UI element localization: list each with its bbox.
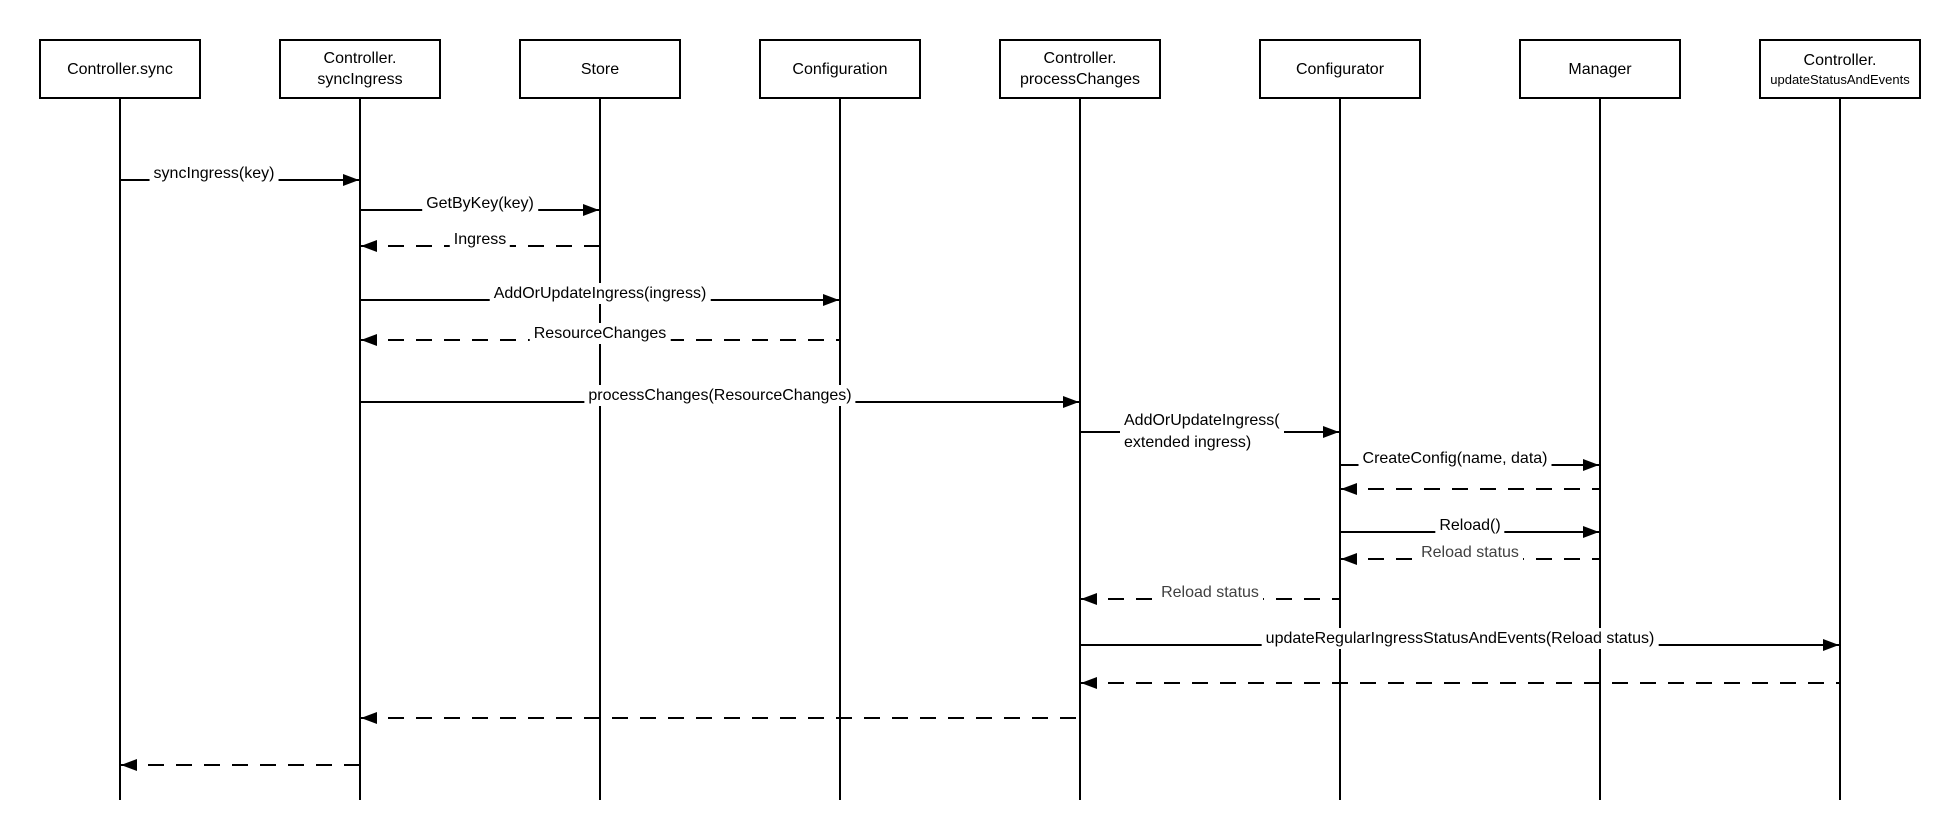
participant-box-controller-syncingress: Controller. syncIngress	[279, 39, 441, 99]
participant-label: Controller.	[1803, 52, 1877, 69]
arrowhead-7	[1323, 426, 1339, 438]
message-line-9	[1340, 488, 1600, 490]
participant-box-store: Store	[519, 39, 681, 99]
participant-label: Configuration	[792, 60, 888, 78]
arrowhead-8	[1583, 459, 1599, 471]
arrowhead-14	[1081, 677, 1097, 689]
lifeline-controller-syncingress	[359, 99, 361, 800]
message-label-10: Reload()	[1435, 515, 1505, 536]
message-label-4: AddOrUpdateIngress(ingress)	[489, 283, 711, 304]
message-label-3: Ingress	[449, 229, 511, 250]
message-label-line: extended ingress)	[1124, 434, 1252, 451]
message-label-8: CreateConfig(name, data)	[1358, 448, 1552, 469]
participant-label: processChanges	[1019, 71, 1141, 88]
arrowhead-1	[343, 174, 359, 186]
participant-label: Configurator	[1295, 60, 1385, 78]
message-label-6: processChanges(ResourceChanges)	[584, 385, 856, 406]
message-label-1: syncIngress(key)	[149, 163, 279, 184]
message-label-2: GetByKey(key)	[422, 193, 538, 214]
arrowhead-12	[1081, 593, 1097, 605]
participant-box-configurator: Configurator	[1259, 39, 1421, 99]
arrowhead-3	[361, 240, 377, 252]
arrowhead-10	[1583, 526, 1599, 538]
participant-label: syncIngress	[317, 71, 403, 88]
participant-label: Controller.	[1043, 50, 1117, 67]
participant-box-manager: Manager	[1519, 39, 1681, 99]
participant-box-controller-updatestatusandevents: Controller. updateStatusAndEvents	[1759, 39, 1921, 99]
arrowhead-5	[361, 334, 377, 346]
message-label-12: Reload status	[1157, 582, 1263, 603]
arrowhead-16	[121, 759, 137, 771]
participant-label: Controller.	[323, 50, 397, 67]
participant-box-controller-sync: Controller.sync	[39, 39, 201, 99]
arrowhead-2	[583, 204, 599, 216]
lifeline-controller-updatestatusandevents	[1839, 99, 1841, 800]
participant-label: updateStatusAndEvents	[1770, 72, 1910, 87]
message-label-7: AddOrUpdateIngress( extended ingress)	[1120, 410, 1284, 454]
arrowhead-4	[823, 294, 839, 306]
arrowhead-9	[1341, 483, 1357, 495]
participant-box-controller-processchanges: Controller. processChanges	[999, 39, 1161, 99]
participant-box-configuration: Configuration	[759, 39, 921, 99]
message-label-11: Reload status	[1417, 542, 1523, 563]
message-line-16	[120, 764, 360, 766]
participant-label: Store	[580, 60, 620, 78]
arrowhead-11	[1341, 553, 1357, 565]
lifeline-controller-processchanges	[1079, 99, 1081, 800]
message-label-5: ResourceChanges	[529, 323, 671, 344]
message-line-14	[1080, 682, 1840, 684]
message-label-13: updateRegularIngressStatusAndEvents(Relo…	[1261, 628, 1659, 649]
arrowhead-6	[1063, 396, 1079, 408]
lifeline-controller-sync	[119, 99, 121, 800]
lifeline-configurator	[1339, 99, 1341, 800]
message-line-15	[360, 717, 1080, 719]
lifeline-manager	[1599, 99, 1601, 800]
arrowhead-15	[361, 712, 377, 724]
lifeline-configuration	[839, 99, 841, 800]
arrowhead-13	[1823, 639, 1839, 651]
participant-label: Controller.sync	[67, 60, 173, 78]
participant-label: Manager	[1568, 60, 1632, 78]
message-label-line: AddOrUpdateIngress(	[1124, 412, 1280, 429]
lifeline-store	[599, 99, 601, 800]
